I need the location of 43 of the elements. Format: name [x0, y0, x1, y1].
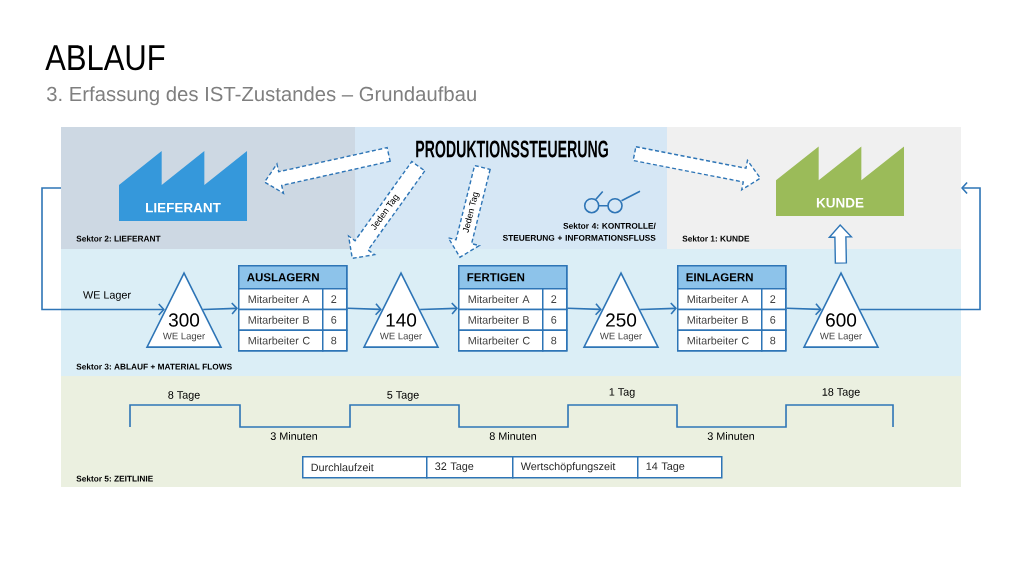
sector-label: Sektor 1: KUNDE — [682, 235, 750, 242]
duration-label: 18 Tage — [822, 388, 860, 398]
duration-label: 3 Minuten — [270, 432, 317, 440]
table-header: FERTIGEN — [458, 265, 568, 290]
table-cell: Wertschöpfungszeit — [512, 456, 639, 479]
table-cell: 8 — [761, 329, 787, 352]
page-title: ABLAUF — [45, 45, 165, 71]
block-arrow — [827, 223, 853, 264]
section-heading: PRODUKTIONSSTEUERUNG — [416, 140, 608, 158]
table-header: EINLAGERN — [677, 265, 787, 290]
table-cell: 6 — [761, 308, 787, 331]
sector-label: Sektor 2: LIEFERANT — [76, 235, 161, 242]
duration-label: 8 Minuten — [489, 432, 536, 440]
flow-arrow — [785, 302, 822, 316]
edge-label: WE Lager — [82, 290, 132, 302]
duration-label: 5 Tage — [387, 391, 419, 401]
table-cell: 6 — [542, 308, 568, 331]
duration-label: 1 Tag — [609, 388, 635, 398]
table-cell: 6 — [322, 308, 348, 331]
table-cell: 14 Tage — [637, 456, 723, 479]
table-cell: 2 — [322, 288, 348, 311]
dashed-block-arrow — [263, 146, 391, 195]
page-subtitle: 3. Erfassung des IST-Zustandes – Grundaufbau — [46, 86, 476, 106]
table-cell: 8 — [542, 329, 568, 352]
flow-arrow — [419, 302, 458, 315]
duration-label: 8 Tage — [168, 391, 200, 401]
table-cell: 2 — [542, 288, 568, 311]
flow-arrow — [346, 302, 382, 316]
flow-arrow — [202, 302, 238, 315]
sector-label: Sektor 5: ZEITLINIE — [76, 475, 153, 482]
table-cell: Durchlaufzeit — [302, 456, 428, 479]
edge-label: Jeden Tag — [461, 190, 481, 235]
flow-arrow — [639, 302, 677, 315]
table-cell: 2 — [761, 288, 787, 311]
duration-label: 3 Minuten — [707, 432, 754, 440]
flow-arrow — [41, 187, 165, 316]
flow-arrow — [566, 302, 602, 316]
table-cell: 32 Tage — [426, 456, 514, 479]
table-cell: 8 — [322, 329, 348, 352]
sector-label: Sektor 4: KONTROLLE/ STEUERUNG + INFORMATIONSFLUSS — [502, 222, 656, 241]
sector-label: Sektor 3: ABLAUF + MATERIAL FLOWS — [76, 363, 232, 370]
table-header: AUSLAGERN — [238, 265, 348, 290]
flow-arrow — [859, 181, 981, 311]
